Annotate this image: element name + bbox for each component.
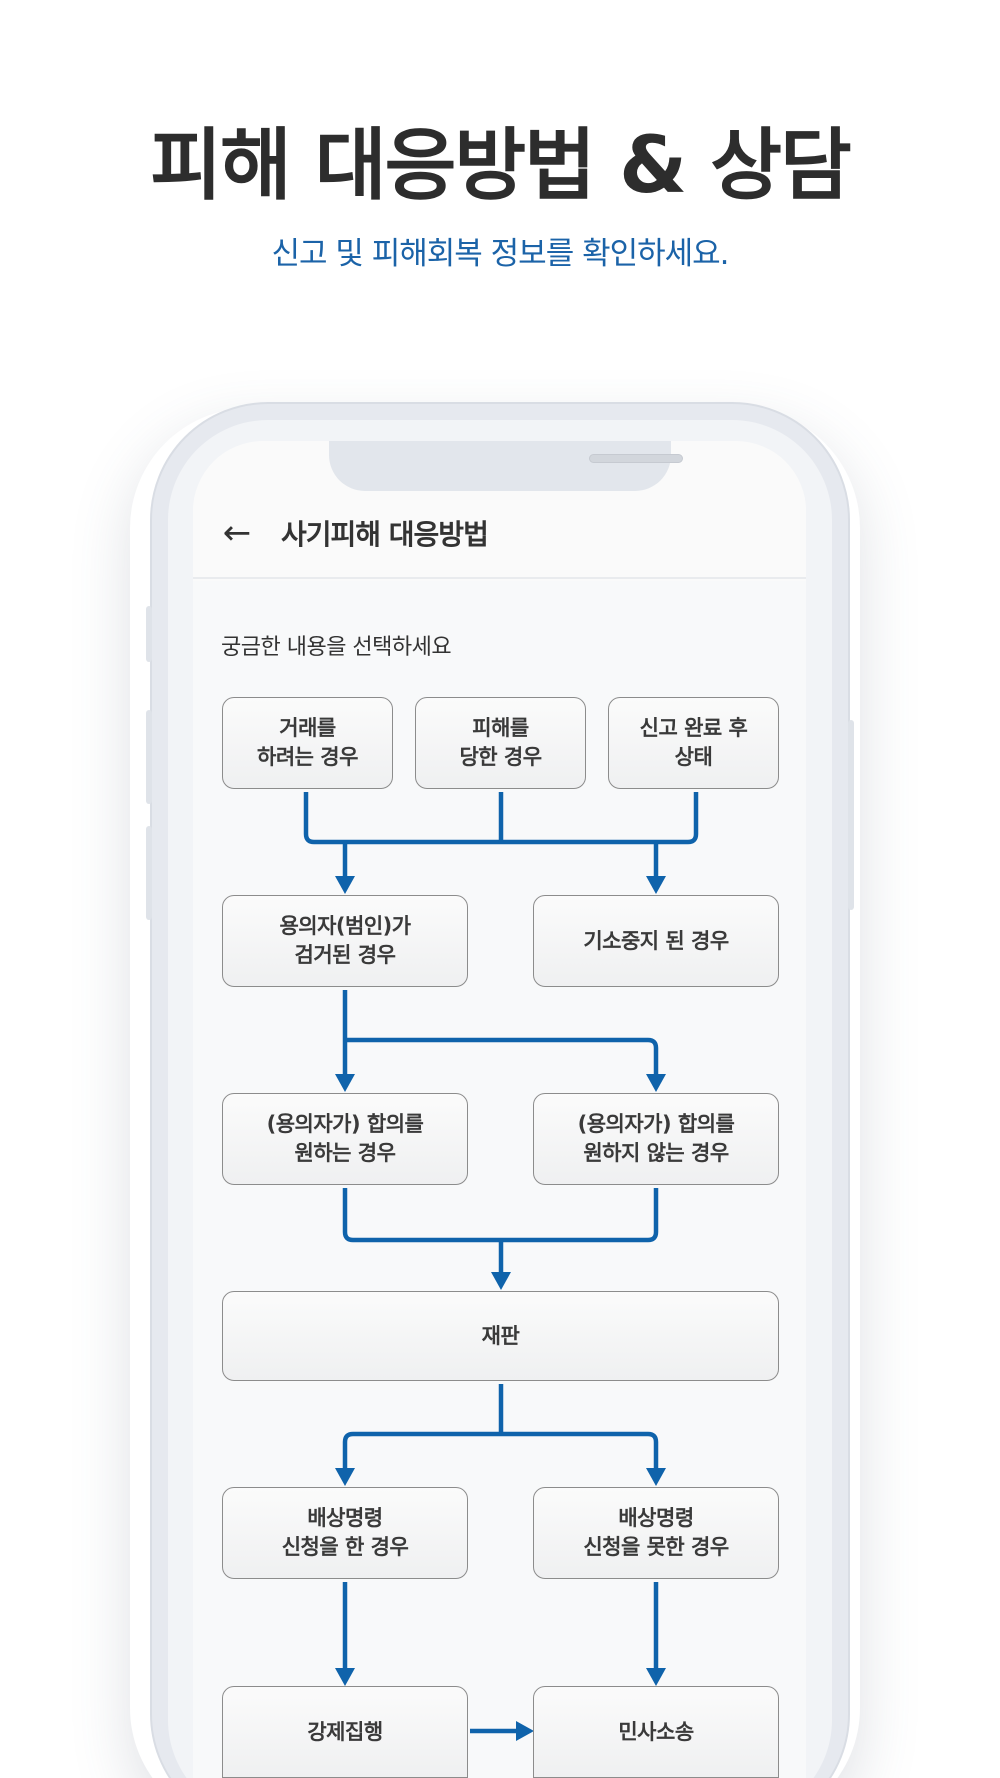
back-arrow-icon[interactable]: ← (222, 513, 252, 553)
select-prompt: 궁금한 내용을 선택하세요 (221, 635, 452, 660)
node-suspended[interactable]: 기소중지 된 경우 (533, 895, 779, 987)
connector-trial-branches (342, 1431, 659, 1472)
arrowhead-trial (491, 1272, 511, 1290)
connector-to-disagree (345, 1037, 659, 1078)
node-arrested[interactable]: 용의자(범인)가 검거된 경우 (222, 895, 468, 987)
connector-agree-merge (342, 1188, 659, 1243)
node-trade[interactable]: 거래를 하려는 경우 (222, 697, 393, 789)
page-title: 사기피해 대응방법 (281, 518, 489, 551)
arrowhead-enforce (335, 1668, 355, 1686)
node-comp-no[interactable]: 배상명령 신청을 못한 경우 (533, 1487, 779, 1579)
arrowhead-comp-no (646, 1468, 666, 1486)
silent-switch (146, 606, 152, 662)
node-enforce[interactable]: 강제집행 (222, 1686, 468, 1778)
arrowhead-enforce-civil (516, 1721, 534, 1741)
arrowhead-comp-yes (335, 1468, 355, 1486)
arrowhead-suspended (646, 876, 666, 894)
node-disagree[interactable]: (용의자가) 합의를 원하지 않는 경우 (533, 1093, 779, 1185)
speaker-grill (589, 454, 683, 463)
node-comp-yes[interactable]: 배상명령 신청을 한 경우 (222, 1487, 468, 1579)
arrowhead-civil (646, 1668, 666, 1686)
node-civil[interactable]: 민사소송 (533, 1686, 779, 1778)
node-agree[interactable]: (용의자가) 합의를 원하는 경우 (222, 1093, 468, 1185)
power-button (848, 720, 854, 910)
notch (329, 441, 683, 491)
node-damaged[interactable]: 피해를 당한 경우 (415, 697, 586, 789)
arrowhead-agree (335, 1074, 355, 1092)
app-bar: ← 사기피해 대응방법 (193, 491, 806, 579)
volume-up-button (146, 710, 152, 804)
node-reported[interactable]: 신고 완료 후 상태 (608, 697, 779, 789)
promo-headline: 피해 대응방법 & 상담 (150, 121, 852, 211)
arrowhead-arrested (335, 876, 355, 894)
arrowhead-disagree (646, 1074, 666, 1092)
node-trial[interactable]: 재판 (222, 1291, 779, 1381)
promo-subline: 신고 및 피해회복 정보를 확인하세요. (271, 236, 729, 272)
volume-down-button (146, 826, 152, 920)
